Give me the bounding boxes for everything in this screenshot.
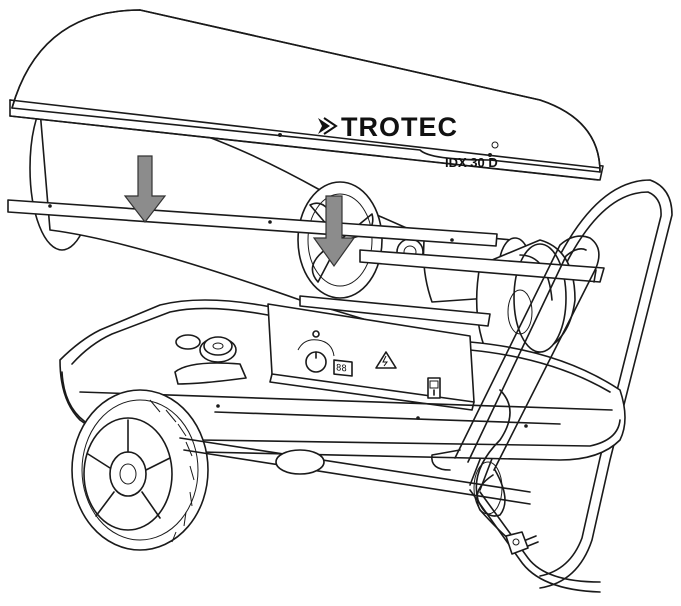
brand-block: TROTEC IDX 30 D [318,112,498,170]
wheel [71,389,209,551]
down-arrow-icon [123,155,167,223]
power-cable [473,389,511,541]
down-arrow-icon [312,195,356,268]
trotec-logo-icon [318,117,338,135]
power-switch-icon[interactable] [427,377,441,399]
display-digits: 88 [336,363,347,374]
plug-icon [505,531,539,555]
brand-name: TROTEC [341,112,458,142]
model-name: IDX 30 D [445,155,498,170]
warning-triangle-icon [375,351,397,369]
top-cover [9,9,604,181]
fuel-cap[interactable] [174,334,247,385]
indicator-lamp [312,330,320,338]
control-panel: 88 [267,303,475,411]
handle-frame [469,179,673,589]
front-handle[interactable] [431,235,601,593]
axle [179,437,531,505]
temperature-dial[interactable] [297,339,335,373]
digital-display: 88 [333,359,353,377]
